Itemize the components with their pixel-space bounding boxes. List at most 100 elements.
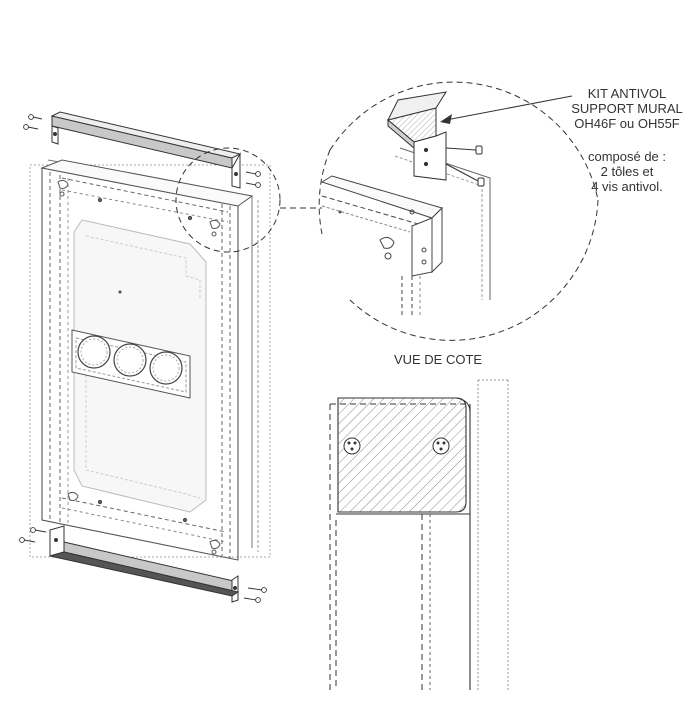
callout-arrowhead bbox=[440, 114, 452, 124]
wall-outline bbox=[29, 164, 271, 558]
bottom-bracket-shadow bbox=[49, 551, 240, 597]
screw-shaft bbox=[34, 529, 47, 533]
detail-enclosure-corner-post bbox=[411, 217, 433, 277]
top-rail-dashed-2 bbox=[61, 189, 229, 223]
detail-screw-shaft bbox=[445, 147, 477, 151]
screw-icon bbox=[432, 437, 450, 455]
side-screw-dot bbox=[442, 441, 446, 445]
kit-callout: KIT ANTIVOL SUPPORT MURAL OH46F ou OH55F… bbox=[571, 86, 683, 194]
detail-corner-fitting bbox=[379, 236, 395, 249]
mount-hole bbox=[182, 517, 188, 523]
knockout-hole-2 bbox=[113, 343, 147, 377]
screw-icon bbox=[343, 437, 361, 455]
screw-shaft bbox=[247, 587, 263, 591]
screw-shaft bbox=[32, 116, 43, 120]
detail-screw-head bbox=[477, 177, 485, 187]
detail-screw-head bbox=[475, 145, 483, 155]
corner-fitting bbox=[67, 491, 79, 501]
knockout-hole-1-inner bbox=[80, 338, 108, 366]
screw-icon bbox=[23, 124, 39, 130]
top-rail-dashed bbox=[61, 177, 229, 213]
corner-fitting-hole bbox=[59, 191, 65, 197]
screw-icon bbox=[247, 587, 267, 593]
corner-fitting-hole bbox=[211, 231, 217, 237]
side-screw-dot bbox=[350, 447, 354, 451]
screw-shaft bbox=[23, 539, 36, 543]
side-plate-bend bbox=[455, 397, 471, 413]
callout-kit-line-2: SUPPORT MURAL bbox=[571, 101, 683, 116]
callout-composition-line-3: 4 vis antivol. bbox=[591, 179, 663, 194]
screw-head bbox=[255, 182, 261, 188]
detail-circle-arc-top bbox=[329, 81, 599, 201]
enclosure-top-face bbox=[40, 159, 254, 207]
callout-composition-line-2: 2 tôles et bbox=[601, 164, 654, 179]
detail-bracket-hole bbox=[423, 161, 429, 167]
screw-shaft bbox=[245, 182, 257, 186]
knockout-hole-1 bbox=[77, 335, 111, 369]
knockout-hole-3-inner bbox=[152, 354, 180, 382]
detail-fitting-hole bbox=[409, 209, 415, 215]
detail-enclosure-rail bbox=[321, 195, 433, 229]
screw-head bbox=[261, 587, 267, 593]
screw-icon bbox=[243, 597, 261, 603]
mount-hole bbox=[97, 197, 103, 203]
screw-icon bbox=[445, 145, 483, 155]
screw-head bbox=[23, 124, 29, 130]
bracket-hole bbox=[53, 132, 57, 136]
side-screw-head bbox=[432, 437, 450, 455]
detail-circle-arc-bottom bbox=[349, 199, 599, 341]
detail-enclosure-side bbox=[431, 206, 443, 274]
screw-head bbox=[255, 597, 261, 603]
screw-head bbox=[30, 527, 36, 533]
screw-icon bbox=[28, 114, 43, 120]
side-screw-dot bbox=[439, 447, 443, 451]
bracket-icon bbox=[50, 111, 242, 189]
screw-shaft bbox=[245, 171, 257, 175]
screw-icon bbox=[245, 182, 261, 188]
side-view bbox=[329, 379, 509, 690]
detail-view bbox=[318, 81, 599, 341]
callout-leader-line bbox=[445, 95, 573, 121]
bracket-hole bbox=[54, 538, 58, 542]
knockout-hole-3 bbox=[149, 351, 183, 385]
corner-fitting bbox=[57, 179, 69, 189]
screw-head bbox=[28, 114, 34, 120]
screw-head bbox=[19, 537, 25, 543]
callout-kit-line-3: OH46F ou OH55F bbox=[574, 116, 680, 131]
bottom-rail-dashed-2 bbox=[61, 507, 227, 543]
enclosure-front-view bbox=[29, 159, 271, 561]
side-plate-hatched bbox=[337, 397, 467, 513]
bracket-hole bbox=[234, 172, 238, 176]
mount-hole bbox=[118, 290, 122, 294]
screw-icon bbox=[445, 163, 485, 187]
mount-hole bbox=[97, 499, 103, 505]
screw-head bbox=[255, 171, 261, 177]
top-bracket-top-face bbox=[51, 115, 233, 169]
detail-fitting-hole bbox=[384, 252, 392, 260]
detail-bracket-flange bbox=[413, 131, 447, 181]
knockout-hole-2-inner bbox=[116, 346, 144, 374]
detail-enclosure-rail-2 bbox=[321, 205, 411, 233]
corner-fitting bbox=[209, 219, 221, 229]
knockout-bar-inner bbox=[75, 337, 187, 393]
detail-screw-shaft bbox=[445, 163, 481, 183]
side-screw-dot bbox=[436, 441, 440, 445]
plate-step-detail bbox=[85, 235, 201, 300]
detail-zoom-circle bbox=[175, 147, 281, 253]
side-screw-dot bbox=[347, 441, 351, 445]
detail-fitting-hole bbox=[421, 259, 427, 265]
side-screw-dot bbox=[353, 441, 357, 445]
bottom-bracket-top-face bbox=[63, 541, 239, 593]
screw-shaft bbox=[243, 597, 257, 601]
side-view-title: VUE DE COTE bbox=[394, 352, 482, 367]
detail-circle-arc-left bbox=[318, 149, 331, 235]
detail-fitting-hole bbox=[338, 210, 342, 214]
bracket-hole bbox=[233, 586, 237, 590]
mount-hole bbox=[187, 215, 193, 221]
bracket-icon bbox=[386, 91, 448, 181]
detail-bracket-rear-edge bbox=[387, 91, 448, 121]
top-bracket-edge bbox=[50, 111, 242, 159]
callout-kit-line-1: KIT ANTIVOL bbox=[588, 86, 667, 101]
screw-icon bbox=[245, 171, 261, 177]
